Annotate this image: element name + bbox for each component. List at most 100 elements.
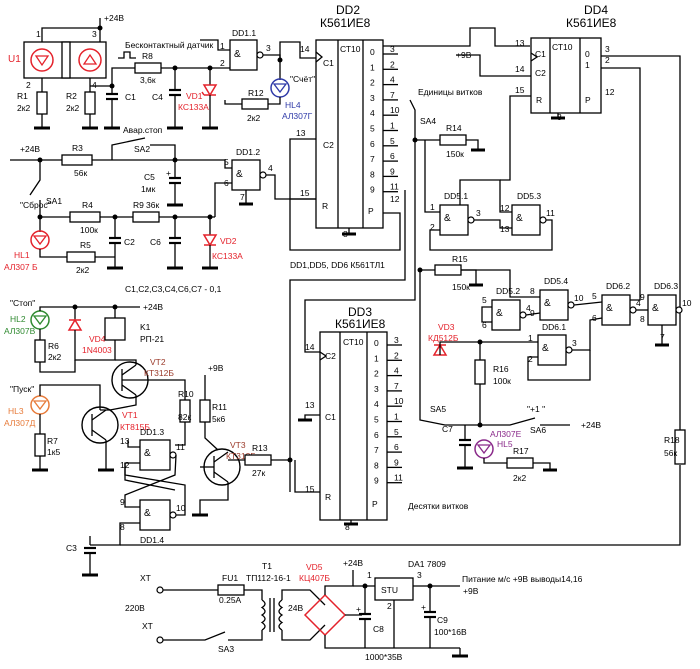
dd2-outpin-1: 2 bbox=[390, 59, 395, 69]
hl5-value: АЛ307Е bbox=[490, 429, 522, 439]
r6-label: R6 bbox=[48, 341, 59, 351]
vd1-label: VD1 bbox=[186, 91, 203, 101]
r5-label: R5 bbox=[80, 240, 91, 250]
da1-pin3: 3 bbox=[417, 570, 422, 580]
t1-value: ТП112-16-1 bbox=[246, 573, 291, 583]
dd13-pin11: 11 bbox=[176, 442, 185, 452]
dd51-pin3: 3 bbox=[476, 208, 481, 218]
dd13-label: DD1.3 bbox=[140, 427, 164, 437]
r16-value: 100к bbox=[493, 376, 511, 386]
c3-label: C3 bbox=[66, 543, 77, 553]
dd4-name: DD4 bbox=[584, 3, 608, 17]
dd2-out-2: 2 bbox=[370, 78, 375, 88]
dd3-out-9: 9 bbox=[374, 476, 379, 486]
sa3-label: SA3 bbox=[218, 644, 234, 654]
vd4-label: VD4 bbox=[89, 334, 106, 344]
r6-value: 2к2 bbox=[48, 352, 61, 362]
dd3-pin14: 14 bbox=[305, 342, 315, 352]
vt2-label: VT2 bbox=[150, 357, 166, 367]
dd1-1-gate: & DD1.1 1 2 3 HL4 АЛ307Г "Счёт" R12 2к2 bbox=[200, 28, 315, 123]
dd4-ct: СТ10 bbox=[552, 42, 573, 52]
c9-value: 100*16В bbox=[434, 627, 467, 637]
dd61-pin1: 1 bbox=[528, 333, 533, 343]
dd4-pin15: 15 bbox=[515, 85, 525, 95]
dd54-pin10: 10 bbox=[574, 293, 584, 303]
c4-label: C4 bbox=[152, 92, 163, 102]
dd3-out-4: 4 bbox=[374, 399, 379, 409]
dd2-out-6: 6 bbox=[370, 139, 375, 149]
sa4-label: SA4 bbox=[420, 116, 436, 126]
c7-label: C7 bbox=[442, 424, 453, 434]
dd3-r: R bbox=[325, 492, 331, 502]
vt3-9v: +9В bbox=[208, 363, 224, 373]
dd3-outpin-9: 11 bbox=[394, 473, 403, 483]
units-label: Единицы витков bbox=[418, 87, 483, 97]
dd3-outpin-3: 7 bbox=[394, 381, 399, 391]
r8-value: 3,6к bbox=[140, 75, 156, 85]
c8-label: C8 bbox=[373, 624, 384, 634]
dd4-counter: DD4 К561ИЕ8 СТ10 C1 C2 R 0 1 P 13 14 15 … bbox=[456, 3, 681, 430]
dd4-out0: 0 bbox=[585, 49, 590, 59]
dd63-pin10: 10 bbox=[682, 298, 692, 308]
r9-value: 36к bbox=[146, 200, 159, 210]
da1-pin1: 1 bbox=[367, 570, 372, 580]
dd63-pin8: 8 bbox=[640, 314, 645, 324]
dd2-c1: C1 bbox=[323, 58, 334, 68]
tens-label: Десятки витков bbox=[408, 501, 469, 511]
r13-label: R13 bbox=[252, 443, 268, 453]
vt1-label: VT1 bbox=[122, 410, 138, 420]
r15-value: 150к bbox=[452, 282, 470, 292]
r4-value: 100к bbox=[80, 225, 98, 235]
motor-control-section: "Стоп" HL2 АЛ307В +24В VD4 1N4003 K1 РП-… bbox=[4, 190, 406, 517]
r18-value: 56к bbox=[664, 448, 677, 458]
dd12-pin7: 7 bbox=[240, 192, 245, 202]
hl4-label: HL4 bbox=[285, 100, 301, 110]
vt3-value: КТ312Б bbox=[226, 451, 256, 461]
vt2-value: КТ312Б bbox=[144, 368, 174, 378]
dd3-outpin-4: 10 bbox=[394, 396, 404, 406]
svg-text:&: & bbox=[516, 213, 523, 224]
dd2-outpin-6: 5 bbox=[390, 136, 395, 146]
r7-value: 1к5 bbox=[47, 447, 60, 457]
c5-label: C5 bbox=[144, 172, 155, 182]
r2-value: 2к2 bbox=[66, 103, 79, 113]
dd3-out-0: 0 bbox=[374, 338, 379, 348]
dd13-pin13: 13 bbox=[120, 436, 130, 446]
dd53-label: DD5.3 bbox=[517, 191, 541, 201]
r17-value: 2к2 bbox=[513, 473, 526, 483]
c5-value: 1мк bbox=[141, 184, 156, 194]
dd3-out-7: 7 bbox=[374, 445, 379, 455]
r11-label: R11 bbox=[212, 402, 227, 412]
dd52-pin5: 5 bbox=[482, 295, 487, 305]
dd3-outpin-1: 2 bbox=[394, 350, 399, 360]
svg-text:&: & bbox=[496, 308, 503, 319]
dd62-pin4: 4 bbox=[636, 298, 641, 308]
sa2-label: SA2 bbox=[134, 144, 150, 154]
r12-value: 2к2 bbox=[247, 113, 260, 123]
dd3-c1: C1 bbox=[325, 412, 336, 422]
dd1-4-gate: & DD1.4 9 8 10 C3 bbox=[66, 454, 681, 577]
dd3-outpin-6: 5 bbox=[394, 427, 399, 437]
dd14-pin10: 10 bbox=[176, 503, 186, 513]
dd51-label: DD5.1 bbox=[444, 191, 468, 201]
svg-text:+: + bbox=[356, 604, 361, 614]
dd2-outpin-9: 11 bbox=[390, 182, 399, 192]
dd4-pin2: 2 bbox=[605, 55, 610, 65]
dd2-out-3: 3 bbox=[370, 93, 375, 103]
vd5-value: КЦ407Б bbox=[299, 573, 330, 583]
u1-pin1: 1 bbox=[36, 29, 41, 39]
dd3-ct: СТ10 bbox=[343, 337, 364, 347]
dd3-outpin-0: 3 bbox=[394, 335, 399, 345]
dd4-p: P bbox=[585, 95, 591, 105]
svg-text:&: & bbox=[544, 298, 551, 309]
vd4-value: 1N4003 bbox=[82, 345, 112, 355]
dd3-out-8: 8 bbox=[374, 460, 379, 470]
dd2-p: P bbox=[368, 206, 374, 216]
hl2-label: HL2 bbox=[10, 314, 26, 324]
dd53-pin11: 11 bbox=[546, 208, 555, 218]
sa6-label: SA6 bbox=[530, 425, 546, 435]
sa5-label: SA5 bbox=[430, 404, 446, 414]
dd3-out-6: 6 bbox=[374, 430, 379, 440]
r5-value: 2к2 bbox=[76, 265, 89, 275]
